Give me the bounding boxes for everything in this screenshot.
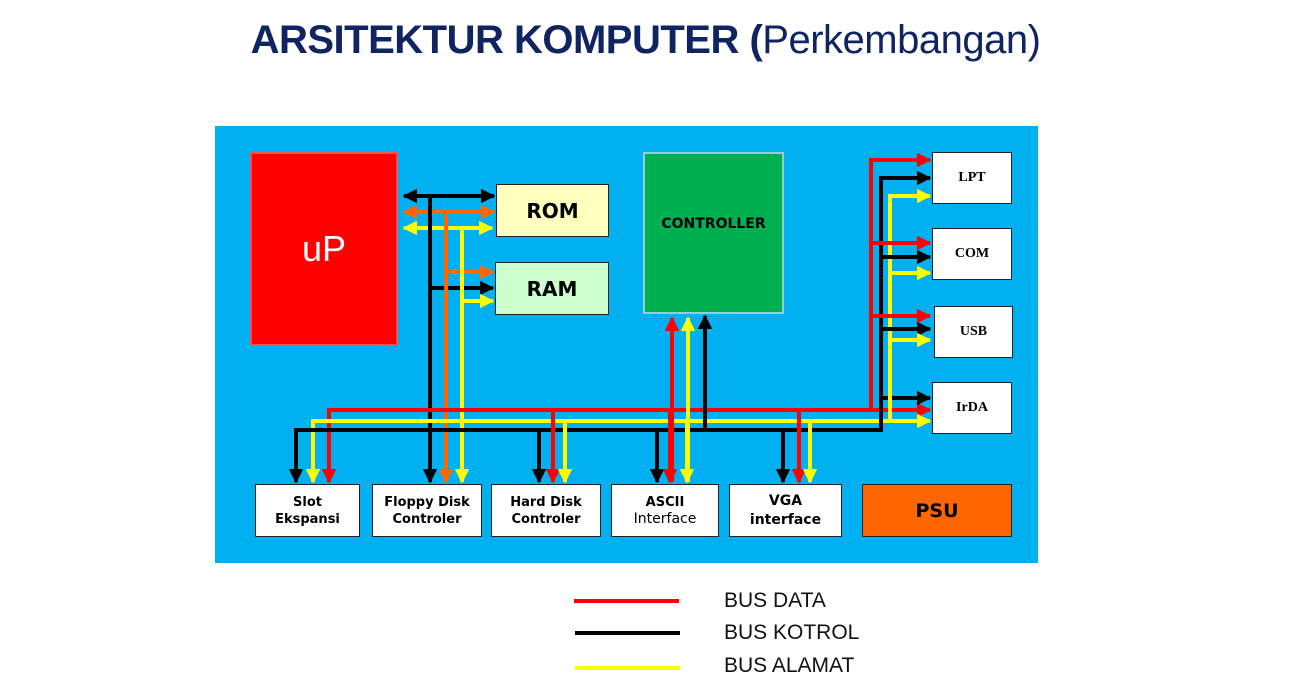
block-line-1: Hard Disk [510,494,582,510]
bus-alamat-main [311,413,932,482]
psu-block: PSU [862,484,1012,537]
port-irda: IrDA [932,382,1012,434]
block-line-2: interface [749,511,822,528]
ascii-interface-block: ASCII Interface [611,484,719,537]
port-usb: USB [934,306,1013,358]
port-lpt: LPT [932,152,1012,204]
title-normal: Perkembangan) [762,18,1041,62]
legend-label-alamat: BUS ALAMAT [724,654,855,677]
microprocessor-label: uP [301,228,347,269]
rom-label: ROM [526,198,579,223]
controller-block: CONTROLLER [643,152,784,314]
controller-label: CONTROLLER [661,216,766,232]
microprocessor-block: uP [250,152,398,346]
page-title: ARSITEKTUR KOMPUTER (Perkembangan) [0,18,1291,63]
wire-data-ports-vertical [869,152,932,410]
block-line-2: Controler [511,511,581,527]
hard-disk-controller-block: Hard Disk Controler [491,484,601,537]
block-line-2: Controler [392,511,462,527]
block-line-1: ASCII [645,494,685,510]
wire-alamat-ports-vertical [888,188,932,421]
wire-kontrol-ports-vertical [879,170,932,398]
port-com: COM [932,228,1012,280]
port-label: USB [959,324,988,339]
vga-interface-block: VGA interface [729,484,842,537]
psu-label: PSU [915,499,959,522]
ram-label: RAM [526,276,578,301]
block-line-1: Floppy Disk [384,494,470,510]
floppy-disk-controller-block: Floppy Disk Controler [372,484,482,537]
legend-label-kontrol: BUS KOTROL [724,621,860,644]
ram-block: RAM [495,262,609,315]
port-label: IrDA [956,400,988,415]
slot-ekspansi-block: Slot Ekspansi [255,484,360,537]
block-line-1: VGA [768,492,803,509]
port-label: COM [954,246,990,261]
legend-label-data: BUS DATA [724,589,826,612]
bus-data-main [327,402,932,482]
block-line-1: Slot [293,494,322,510]
port-label: LPT [958,170,986,185]
bus-kontrol-main [294,390,932,482]
rom-block: ROM [496,184,609,237]
title-bold: ARSITEKTUR KOMPUTER ( [250,18,763,62]
block-line-2: Interface [633,510,697,527]
block-line-2: Ekspansi [275,511,340,527]
